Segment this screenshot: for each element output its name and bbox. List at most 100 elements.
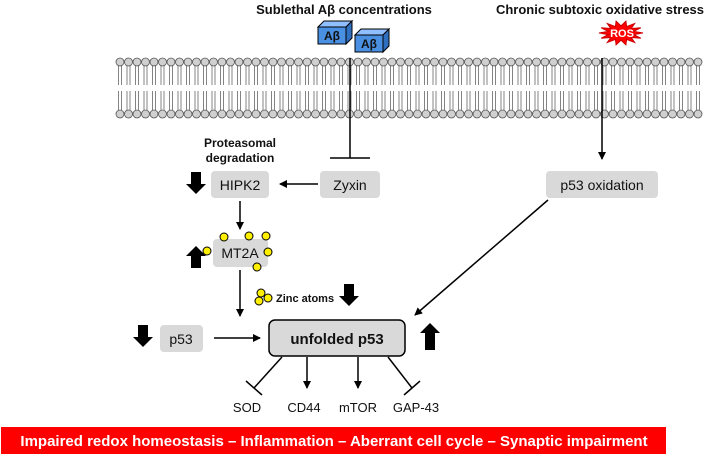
- lipid-head: [574, 57, 584, 67]
- lipid-tail: [237, 66, 241, 85]
- lipid-head: [625, 109, 635, 119]
- lipid-head: [166, 109, 176, 119]
- lipid-head: [387, 57, 397, 67]
- outcome-banner: [1, 427, 666, 454]
- inhibit-gap43-bar: [403, 380, 421, 396]
- lipid-tail: [526, 66, 530, 85]
- lipid-head: [302, 109, 312, 119]
- lipid-tail: [373, 91, 377, 110]
- lipid-tail: [245, 66, 250, 85]
- lipid-tail: [636, 66, 641, 85]
- lipid-tail: [228, 91, 233, 110]
- mt2a-node: [213, 239, 268, 267]
- zyxin-node: [320, 171, 380, 198]
- ros-badge: ROS: [598, 20, 644, 46]
- lipid-head: [234, 109, 244, 119]
- lipid-tail: [602, 66, 607, 85]
- hipk2-down-arrow-icon: [186, 172, 206, 194]
- lipid-head: [574, 109, 584, 119]
- lipid-tail: [220, 66, 224, 85]
- proteasomal-label: Proteasomal: [204, 136, 276, 150]
- lipid-head: [566, 109, 575, 119]
- lipid-tail: [152, 66, 156, 85]
- lipid-tail: [373, 66, 377, 85]
- lipid-head: [668, 109, 677, 119]
- lipid-head: [260, 109, 269, 119]
- lipid-tail: [194, 66, 199, 85]
- mt2a-label: MT2A: [221, 245, 259, 261]
- lipid-head: [336, 109, 346, 119]
- lipid-head: [455, 57, 465, 67]
- lipid-tail: [347, 91, 352, 110]
- lipid-head: [685, 109, 694, 119]
- lipid-head: [268, 57, 278, 67]
- lipid-head: [268, 109, 278, 119]
- lipid-head: [413, 109, 422, 119]
- lipid-tail: [220, 91, 224, 110]
- lipid-tail: [670, 66, 675, 85]
- lipid-head: [251, 109, 261, 119]
- lipid-tail: [271, 66, 275, 85]
- lipid-head: [353, 57, 363, 67]
- lipid-tail: [415, 91, 420, 110]
- lipid-head: [370, 109, 380, 119]
- lipid-head: [421, 57, 431, 67]
- outcome-banner-text: Impaired redox homeostasis – Inflammatio…: [20, 433, 647, 450]
- oxidative-stress-label: Chronic subtoxic oxidative stress: [496, 2, 704, 17]
- lipid-head: [226, 109, 235, 119]
- abeta-box-label-2: Aβ: [361, 37, 377, 51]
- lipid-tail: [143, 91, 148, 110]
- lipid-tail: [296, 66, 301, 85]
- lipid-head: [549, 57, 558, 67]
- target-cd44: CD44: [287, 400, 320, 415]
- lipid-tail: [653, 91, 658, 110]
- lipid-head: [115, 109, 125, 119]
- lipid-tail: [330, 91, 335, 110]
- lipid-tail: [432, 91, 437, 110]
- lipid-head: [302, 57, 312, 67]
- lipid-tail: [254, 91, 258, 110]
- lipid-head: [132, 109, 142, 119]
- lipid-head: [200, 57, 210, 67]
- lipid-tail: [160, 91, 165, 110]
- lipid-tail: [169, 66, 173, 85]
- lipid-head: [668, 57, 677, 67]
- lipid-tail: [118, 66, 122, 85]
- lipid-head: [294, 109, 303, 119]
- lipid-head: [515, 57, 524, 67]
- lipid-tail: [135, 91, 139, 110]
- lipid-head: [396, 57, 405, 67]
- lipid-head: [251, 57, 261, 67]
- lipid-tail: [594, 66, 598, 85]
- lipid-tail: [160, 66, 165, 85]
- lipid-tail: [186, 66, 190, 85]
- target-gap43: GAP-43: [393, 400, 439, 415]
- abeta-concentrations-label: Sublethal Aβ concentrations: [256, 2, 432, 17]
- lipid-head: [591, 57, 601, 67]
- lipid-tail: [407, 91, 411, 110]
- lipid-tail: [602, 91, 607, 110]
- lipid-head: [634, 109, 643, 119]
- lipid-head: [243, 57, 252, 67]
- lipid-tail: [662, 66, 666, 85]
- lipid-head: [438, 57, 448, 67]
- lipid-tail: [568, 91, 573, 110]
- lipid-head: [260, 57, 269, 67]
- lipid-head: [532, 57, 541, 67]
- inhibit-gap43-line: [387, 356, 413, 389]
- lipid-head: [617, 57, 626, 67]
- lipid-tail: [194, 91, 199, 110]
- lipid-head: [277, 57, 286, 67]
- lipid-tail: [679, 91, 683, 110]
- lipid-head: [472, 57, 482, 67]
- lipid-head: [319, 109, 329, 119]
- lipid-head: [413, 57, 422, 67]
- p53-oxidation-to-unfolded-arrow: [414, 199, 549, 316]
- lipid-head: [642, 109, 652, 119]
- lipid-tail: [466, 66, 471, 85]
- lipid-head: [192, 109, 201, 119]
- lipid-tail: [594, 91, 598, 110]
- lipid-tail: [313, 91, 318, 110]
- lipid-tail: [135, 66, 139, 85]
